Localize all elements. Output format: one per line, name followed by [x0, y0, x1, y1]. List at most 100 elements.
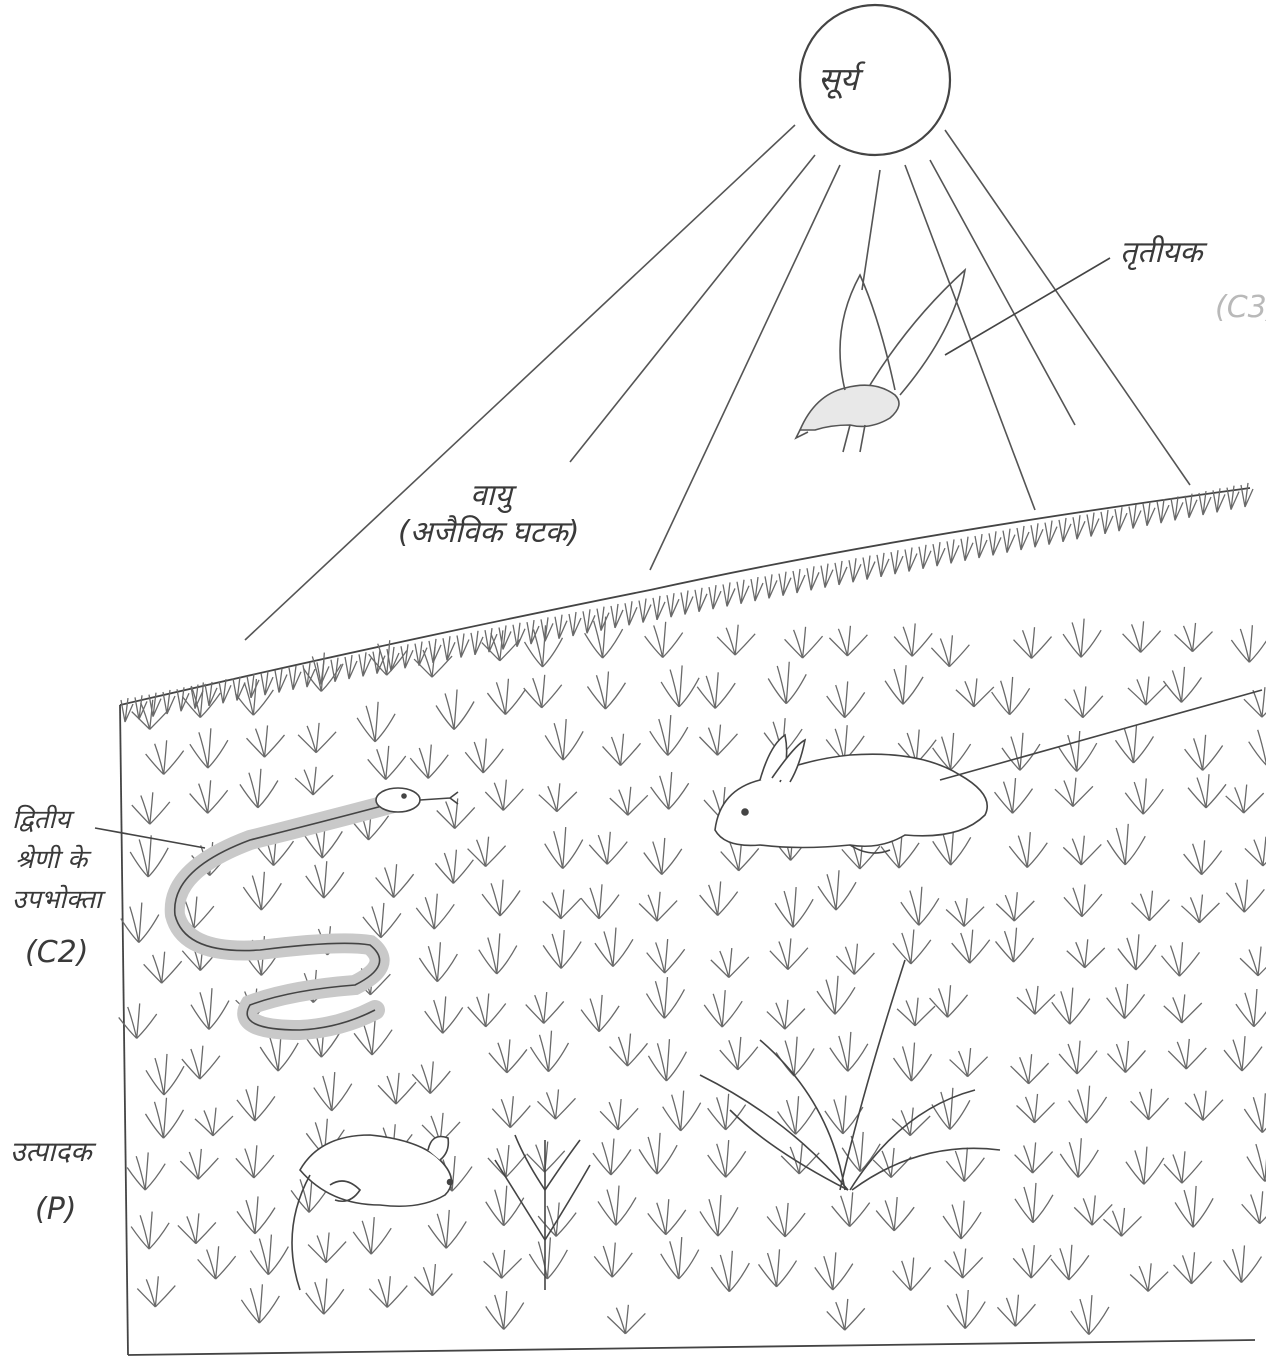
- grass-fringe: [1241, 483, 1253, 507]
- grass-tuft: [1240, 947, 1266, 976]
- grass-tuft: [1163, 667, 1201, 703]
- grass-tuft: [145, 1098, 183, 1138]
- sun-label: सूर्य: [818, 60, 858, 98]
- grass-tuft: [195, 1108, 233, 1136]
- grass-tuft: [930, 985, 968, 1017]
- grass-tuft: [1244, 1093, 1266, 1132]
- grass-tuft: [1164, 994, 1202, 1022]
- grass-tuft: [708, 1094, 746, 1130]
- grass-tuft: [247, 725, 285, 757]
- grass-tuft: [1168, 1039, 1206, 1069]
- grass-tuft: [598, 1186, 636, 1226]
- grass-fringe: [555, 615, 567, 639]
- grass-tuft: [190, 728, 228, 768]
- grass-tuft: [1069, 1086, 1107, 1123]
- grass-tuft: [489, 1039, 527, 1072]
- grass-tuft: [1123, 621, 1161, 652]
- grass-fringe: [471, 631, 483, 655]
- grass-fringe: [779, 572, 791, 596]
- grass-tuft: [1224, 1036, 1262, 1071]
- grass-tuft: [885, 665, 923, 704]
- grass-tuft: [818, 870, 856, 910]
- grass-tuft: [1226, 880, 1264, 913]
- grass-tuft: [1125, 778, 1163, 814]
- grass-tuft: [947, 1290, 985, 1329]
- grass-tuft: [488, 1145, 526, 1177]
- grass-fringe: [303, 663, 315, 687]
- grass-tuft: [486, 1186, 524, 1226]
- grass-tuft: [1174, 1252, 1212, 1283]
- grass-tuft: [137, 1276, 175, 1307]
- grass-fringe: [345, 655, 357, 679]
- grass-tuft: [997, 1295, 1035, 1327]
- grass-fringe: [1101, 510, 1113, 534]
- grass-tuft: [639, 1133, 677, 1174]
- secondary-label-line2: श्रेणी के: [15, 845, 87, 876]
- grass-tuft: [1107, 824, 1145, 865]
- grass-tuft: [651, 772, 689, 809]
- grass-tuft: [1226, 785, 1264, 813]
- grass-tuft: [648, 1199, 686, 1235]
- grass-tuft: [1231, 625, 1266, 662]
- grass-tuft: [1128, 677, 1166, 706]
- field-outline: [120, 488, 1255, 1355]
- grass-tuft: [829, 626, 867, 656]
- grass-tuft: [946, 898, 984, 926]
- grass-tuft: [1175, 623, 1213, 652]
- grass-fringe: [1045, 521, 1057, 545]
- grass-tuft: [1064, 884, 1102, 916]
- grass-tuft: [436, 689, 474, 729]
- grass-tuft: [1063, 836, 1101, 865]
- grass-tuft: [600, 1099, 638, 1130]
- grass-tuft: [700, 881, 738, 915]
- grass-tuft: [610, 787, 648, 815]
- grass-tuft: [1185, 735, 1223, 771]
- grass-fringe: [401, 644, 413, 668]
- grass-tuft: [946, 1148, 984, 1182]
- grass-tuft: [943, 1201, 981, 1239]
- grass-tuft: [956, 678, 994, 706]
- grass-tuft: [776, 1037, 814, 1076]
- grass-tuft: [1188, 774, 1226, 808]
- grass-tuft: [545, 827, 583, 869]
- grass-tuft: [697, 672, 735, 708]
- grass-tuft: [663, 1091, 701, 1131]
- grass-tuft: [131, 1212, 169, 1249]
- grass-tuft: [298, 723, 336, 753]
- grass-tuft: [1184, 840, 1222, 874]
- grass-tuft: [237, 1086, 275, 1121]
- grass-tuft: [539, 783, 577, 811]
- grass-tuft: [468, 993, 506, 1026]
- grass-tuft: [778, 1096, 816, 1134]
- eagle-icon: [796, 270, 965, 452]
- tertiary-pointer-line: [945, 258, 1110, 355]
- grass-tuft: [836, 944, 874, 975]
- grass-tuft: [486, 1291, 524, 1329]
- grass-fringe: [233, 677, 245, 701]
- grass-tuft: [1131, 891, 1169, 921]
- grass-fringe: [695, 588, 707, 612]
- grass-tuft: [817, 976, 855, 1014]
- grass-tuft: [1249, 726, 1266, 766]
- producer-label-line1: उत्पादक: [10, 1135, 92, 1169]
- grass-tuft: [465, 739, 503, 773]
- grass-tuft: [543, 890, 581, 919]
- grass-tuft: [897, 998, 935, 1026]
- grass-tuft: [931, 635, 969, 666]
- grass-tuft: [178, 1213, 216, 1243]
- grass-tuft: [1107, 1041, 1145, 1073]
- grass-tuft: [1107, 984, 1145, 1019]
- grass-tuft: [759, 1249, 797, 1286]
- grass-fringe: [821, 564, 833, 588]
- grass-fringe: [933, 542, 945, 566]
- grass-tuft: [648, 1039, 686, 1081]
- grass-tuft: [1223, 1245, 1261, 1282]
- grass-tuft: [468, 837, 506, 867]
- grass-tuft: [146, 1054, 184, 1095]
- grass-tuft: [581, 995, 619, 1032]
- grass-tuft: [815, 1252, 853, 1290]
- grass-tuft: [1181, 895, 1219, 923]
- grass-tuft: [785, 627, 823, 658]
- grass-tuft: [1063, 619, 1101, 658]
- grass-tuft: [1014, 627, 1052, 658]
